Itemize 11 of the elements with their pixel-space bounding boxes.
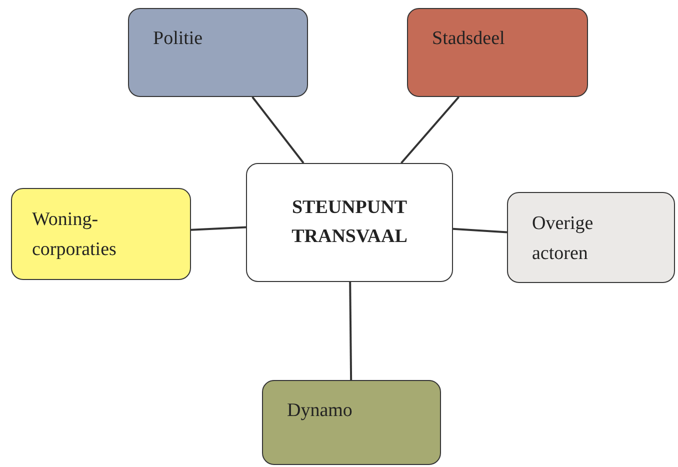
connector-line [252,96,304,164]
actor-box: Overige actoren [507,192,675,283]
connector-line [349,282,352,380]
actor-box: Dynamo [262,380,441,465]
connector-line [190,226,246,231]
connector-line [452,228,508,234]
actor-box: Woning- corporaties [11,188,191,280]
actor-box: Stadsdeel [407,8,588,97]
connector-line [400,96,460,164]
central-box: STEUNPUNT TRANSVAAL [246,163,453,282]
actor-box: Politie [128,8,308,97]
